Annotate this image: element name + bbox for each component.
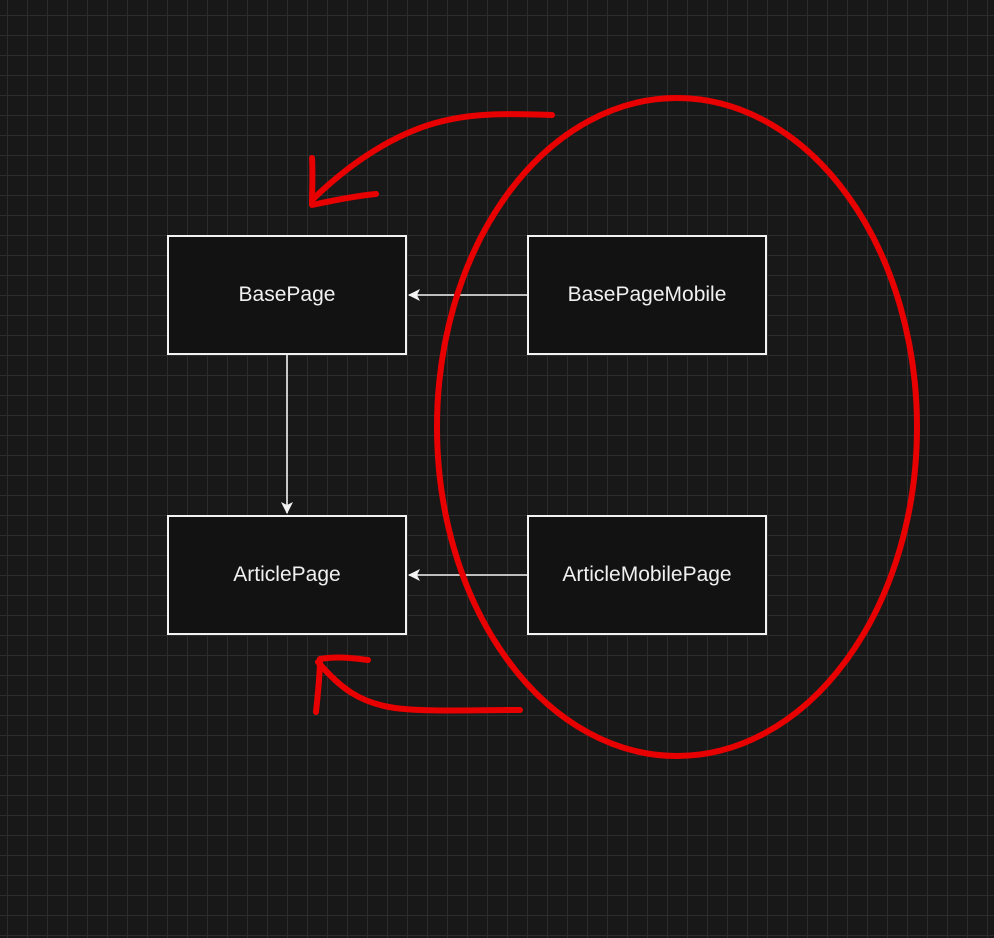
node-articlepage-label: ArticlePage <box>233 563 341 586</box>
node-articlemobilepage[interactable]: ArticleMobilePage <box>527 515 767 635</box>
red-circle-annotation <box>434 95 920 759</box>
node-basepagemobile[interactable]: BasePageMobile <box>527 235 767 355</box>
node-basepage-label: BasePage <box>238 283 336 306</box>
node-basepagemobile-label: BasePageMobile <box>567 283 727 306</box>
red-arrow-to-basepage <box>309 111 555 208</box>
node-articlemobilepage-label: ArticleMobilePage <box>562 563 732 586</box>
node-articlepage[interactable]: ArticlePage <box>167 515 407 635</box>
node-basepage[interactable]: BasePage <box>167 235 407 355</box>
red-arrow-to-articlepage <box>313 654 523 715</box>
